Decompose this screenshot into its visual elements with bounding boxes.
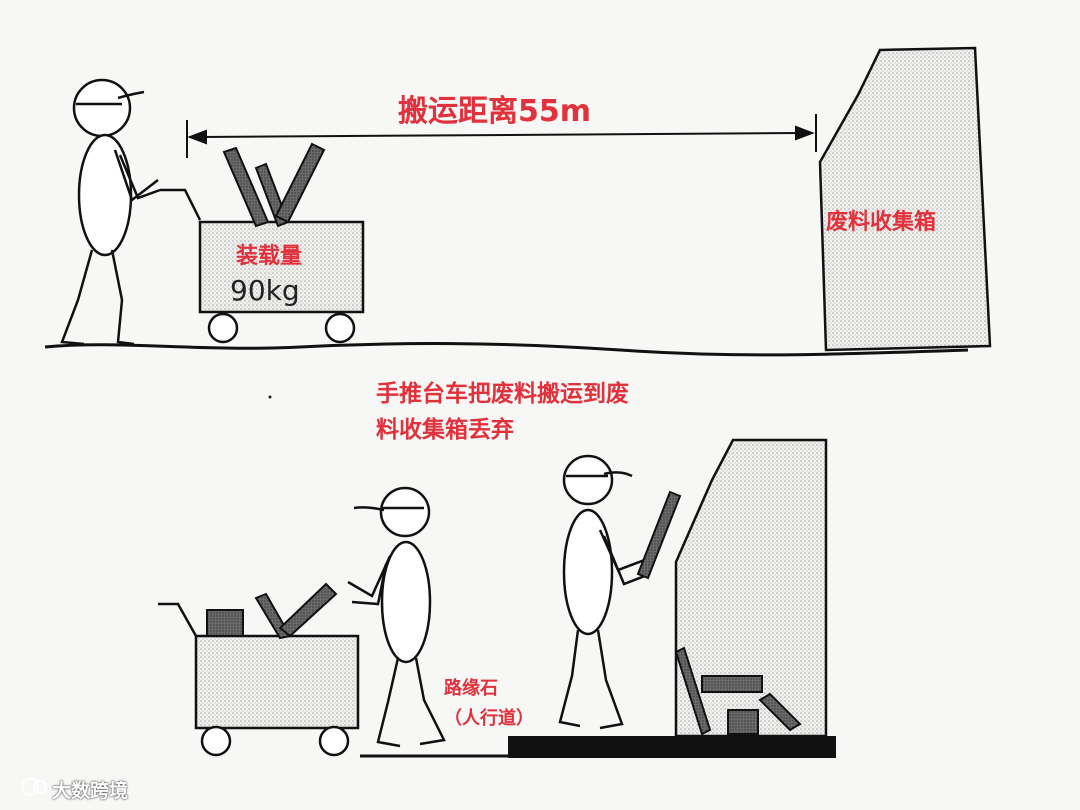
worker-pushing-cart-bottom <box>348 488 444 746</box>
hand-cart-bottom <box>158 584 358 755</box>
worker-pushing-cart-top <box>62 80 160 344</box>
load-weight-value: 90kg <box>230 274 300 307</box>
load-capacity-label: 装载量 <box>236 238 302 270</box>
watermark-logo <box>22 779 46 795</box>
transport-distance-label: 搬运距离55m <box>398 86 591 130</box>
watermark-text: 大数跨境 <box>52 776 128 803</box>
caption-line-1: 手推台车把废料搬运到废 <box>376 374 629 408</box>
worker-dumping-scrap <box>560 456 650 728</box>
waste-bin-label: 废料收集箱 <box>826 204 936 236</box>
scrap-stick-held <box>638 492 680 578</box>
sidewalk-label: （人行道） <box>444 704 534 730</box>
waste-bin-bottom <box>676 440 826 736</box>
caption-line-2: 料收集箱丢弃 <box>376 410 514 444</box>
waste-bin-top <box>820 48 990 350</box>
curb-block <box>508 736 836 758</box>
curb-label: 路缘石 <box>444 674 498 700</box>
